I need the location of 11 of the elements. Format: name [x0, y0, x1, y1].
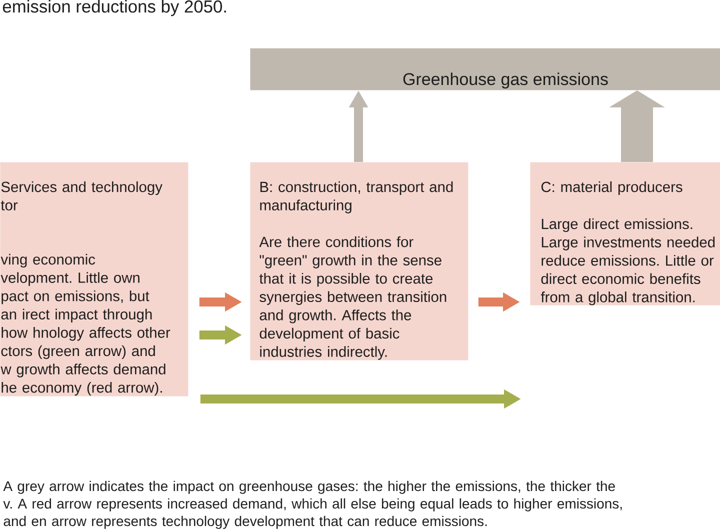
box-text: ving economic velopment. Little own pact on emissions, but an irect impact through how hnology affects other ctors (green arrow) and w growth affects demand he economy (red arrow). [0, 254, 170, 396]
box-text: Are there conditions for "green" growth in the sense that it is possible to create synergies between transition and growth. Affects the development of basic industries indirectly. [259, 236, 446, 360]
box-text: Large direct emissions. Large investments needed reduce emissions. Little or direct economic benefits from a global transition. [540, 218, 715, 306]
sector-box [530, 162, 720, 306]
box-heading: B: construction, transport and manufacturing [260, 181, 453, 214]
box-heading: Services and technology tor [0, 181, 162, 210]
caption: A grey arrow indicates the impact on greenhouse gases: the higher the emissions, the thicker the v. A red arrow represents increased demand, which all else being equal leads to higher emissions, and en arrow represents technology development that can reduce emissions. [3, 480, 622, 529]
heading-text: emission reductions by 2050. [2, 0, 226, 16]
sector-box [250, 162, 468, 360]
sector-box [0, 162, 188, 396]
box-heading: C: material producers [541, 181, 682, 196]
